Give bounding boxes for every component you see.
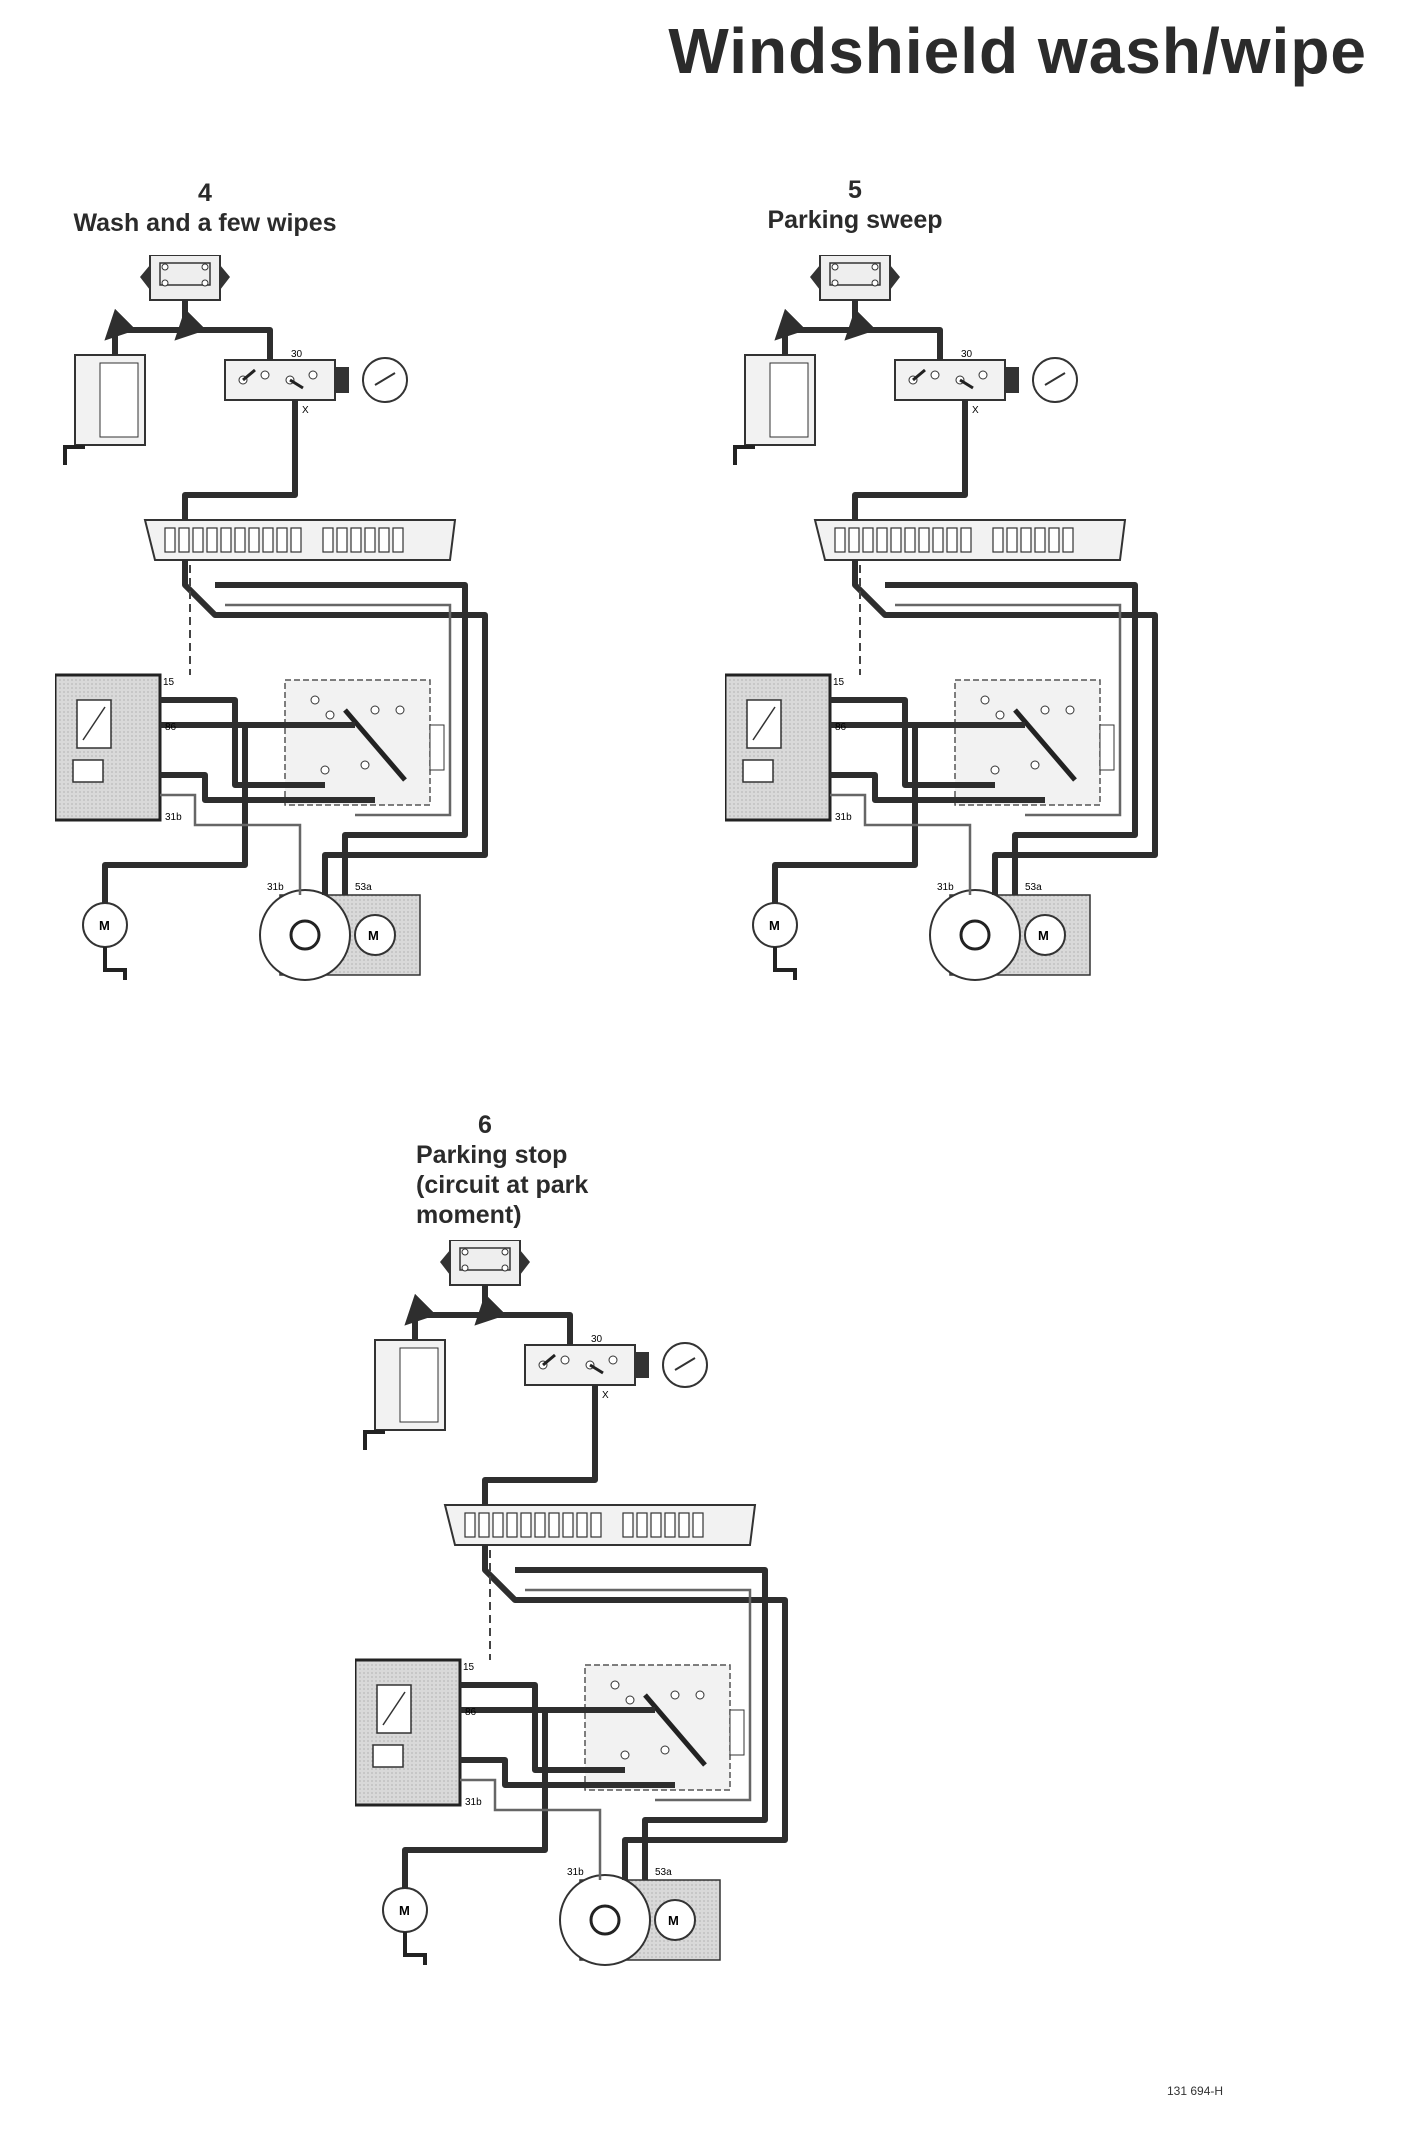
relay-31b-label: 31b bbox=[465, 1797, 482, 1808]
diagram-6-title-line-1: Parking stop bbox=[416, 1141, 568, 1169]
wiring-diagram-4: 30 X 15 86 31b 31b 53a M M bbox=[55, 255, 595, 1095]
relay-86-label: 86 bbox=[835, 722, 847, 733]
wiper-motor-label: M bbox=[668, 1913, 679, 1928]
motor-53a-label: 53a bbox=[655, 1867, 672, 1878]
wiper-motor-label: M bbox=[1038, 928, 1049, 943]
figure-reference-code: 131 694-H bbox=[1167, 2084, 1224, 2098]
washer-motor-label: M bbox=[399, 1903, 410, 1918]
diagram-6-caption: 6 Parking stop (circuit at park moment) bbox=[416, 1110, 656, 1230]
relay-15-label: 15 bbox=[833, 677, 845, 688]
ignition-x-label: X bbox=[602, 1390, 609, 1401]
ignition-30-label: 30 bbox=[291, 349, 303, 360]
diagram-5-number: 5 bbox=[848, 176, 862, 204]
diagram-6-number: 6 bbox=[478, 1111, 492, 1139]
wiring-diagram-5: 30 X 15 86 31b 31b 53a M M bbox=[725, 255, 1265, 1095]
diagram-4-caption: 4 Wash and a few wipes bbox=[60, 178, 350, 238]
motor-53a-label: 53a bbox=[355, 882, 372, 893]
diagram-6-title-line-3: moment) bbox=[416, 1201, 522, 1229]
ignition-x-label: X bbox=[972, 405, 979, 416]
relay-15-label: 15 bbox=[163, 677, 175, 688]
ignition-30-label: 30 bbox=[961, 349, 973, 360]
relay-86-label: 86 bbox=[165, 722, 177, 733]
diagram-5-title: Parking sweep bbox=[767, 206, 943, 234]
motor-31b-label: 31b bbox=[567, 1867, 584, 1878]
motor-31b-label: 31b bbox=[937, 882, 954, 893]
ignition-x-label: X bbox=[302, 405, 309, 416]
motor-31b-label: 31b bbox=[267, 882, 284, 893]
motor-53a-label: 53a bbox=[1025, 882, 1042, 893]
diagram-4-number: 4 bbox=[198, 179, 212, 207]
ignition-30-label: 30 bbox=[591, 1334, 603, 1345]
relay-15-label: 15 bbox=[463, 1662, 475, 1673]
wiper-motor-label: M bbox=[368, 928, 379, 943]
diagram-4-title: Wash and a few wipes bbox=[73, 209, 337, 237]
diagram-6-title-line-2: (circuit at park bbox=[416, 1171, 589, 1199]
relay-31b-label: 31b bbox=[835, 812, 852, 823]
washer-motor-label: M bbox=[769, 918, 780, 933]
page-title: Windshield wash/wipe bbox=[668, 15, 1367, 87]
washer-motor-label: M bbox=[99, 918, 110, 933]
relay-86-label: 86 bbox=[465, 1707, 477, 1718]
relay-31b-label: 31b bbox=[165, 812, 182, 823]
wiring-diagram-6: 30 X 15 86 31b 31b 53a M M bbox=[355, 1240, 895, 2080]
diagram-5-caption: 5 Parking sweep bbox=[740, 175, 970, 235]
